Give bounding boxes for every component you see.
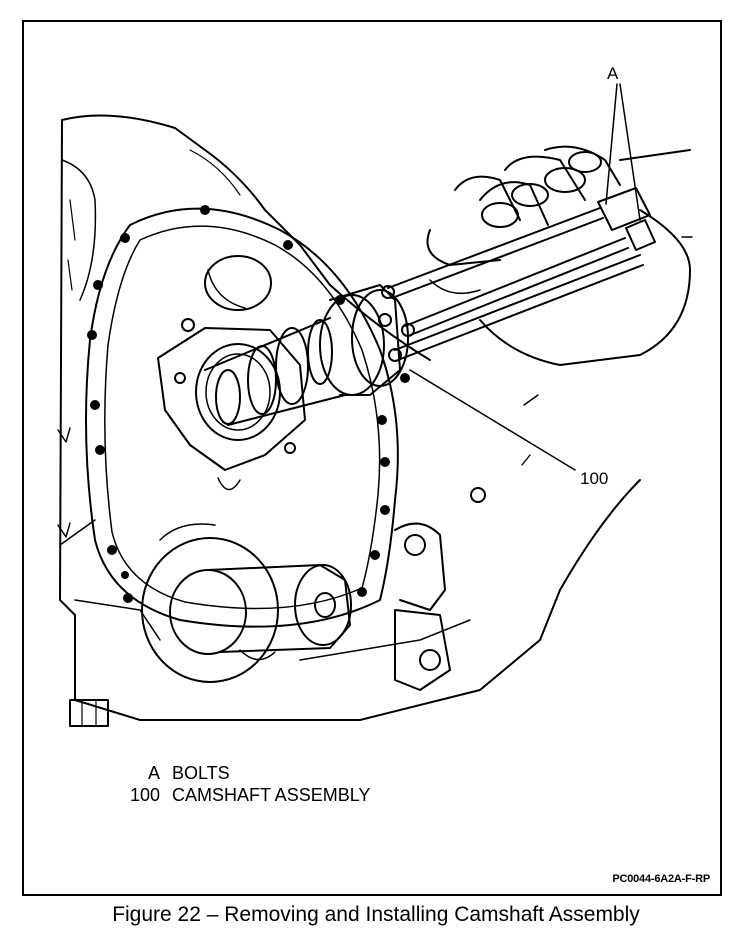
cover-boss (181, 255, 272, 332)
leader-lines (409, 83, 641, 471)
alignment-marks (57, 236, 693, 538)
camshaft (204, 317, 346, 426)
legend-key: A (147, 763, 160, 783)
camshaft-bore-plate (157, 327, 306, 491)
hand (426, 145, 691, 366)
lower-bolt (69, 699, 109, 727)
callout-a: A (607, 64, 619, 83)
engine-block (59, 114, 641, 721)
legend: A BOLTS 100 CAMSHAFT ASSEMBLY (120, 762, 370, 806)
legend-row: 100 CAMSHAFT ASSEMBLY (120, 784, 370, 806)
figure-caption: Figure 22 – Removing and Installing Cams… (112, 903, 640, 926)
legend-row: A BOLTS (120, 762, 370, 784)
figure-code: PC0044-6A2A-F-RP (612, 873, 710, 885)
front-cover (85, 207, 399, 628)
callout-100: 100 (580, 469, 609, 488)
legend-label: BOLTS (172, 763, 230, 783)
gasket-bolt-holes (87, 205, 410, 603)
bolts (387, 187, 656, 361)
legend-label: CAMSHAFT ASSEMBLY (172, 785, 371, 805)
crankshaft-housing (141, 523, 352, 683)
figure-frame (22, 20, 722, 896)
legend-key: 100 (129, 785, 160, 805)
right-bracket (394, 487, 486, 691)
camshaft-illustration (57, 83, 693, 727)
